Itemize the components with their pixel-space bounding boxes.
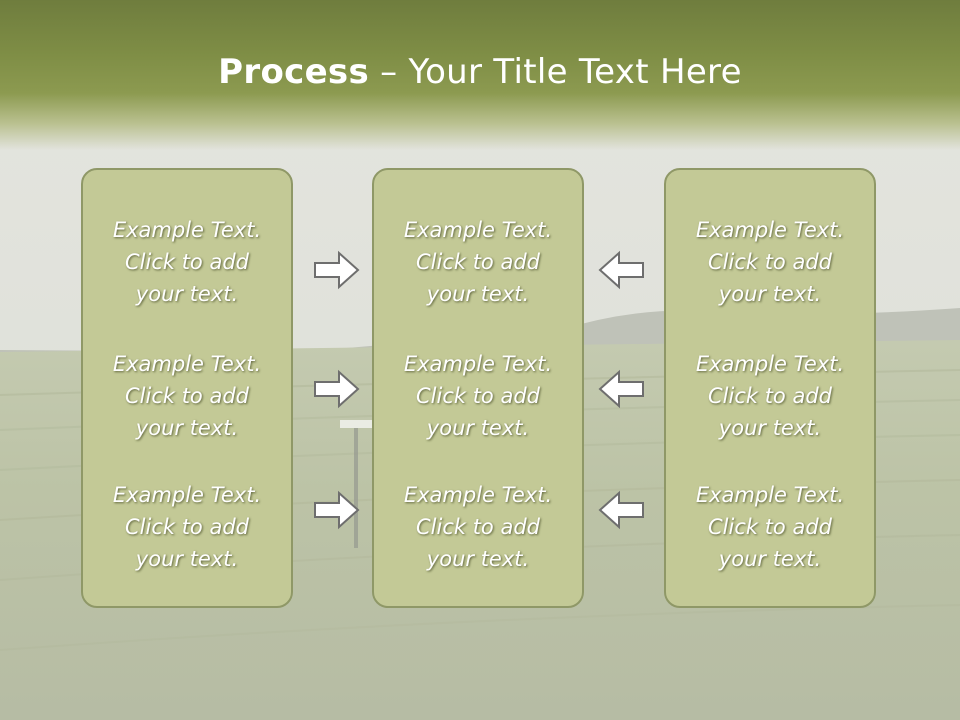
text-line: Example Text. [112, 483, 262, 507]
text-line: Click to add [415, 384, 540, 408]
text-line: Example Text. [403, 218, 553, 242]
text-line: your text. [718, 282, 822, 306]
right-panel-text-1[interactable]: Example Text. Click to add your text. [666, 214, 874, 310]
text-line: Example Text. [112, 218, 262, 242]
text-line: Example Text. [112, 352, 262, 376]
arrow-right-icon [314, 490, 360, 530]
center-panel-text-1[interactable]: Example Text. Click to add your text. [374, 214, 582, 310]
text-line: Click to add [707, 250, 832, 274]
text-line: your text. [718, 547, 822, 571]
text-line: Example Text. [695, 352, 845, 376]
text-line: your text. [135, 547, 239, 571]
text-line: your text. [718, 416, 822, 440]
right-panel[interactable]: Example Text. Click to add your text. Ex… [664, 168, 876, 608]
arrow-left-icon [598, 369, 644, 409]
slide-title[interactable]: Process – Your Title Text Here [0, 52, 960, 92]
arrow-left-icon [598, 490, 644, 530]
text-line: your text. [426, 282, 530, 306]
title-band [0, 0, 960, 150]
arrow-right-icon [314, 250, 360, 290]
text-line: Click to add [124, 250, 249, 274]
text-line: Click to add [707, 515, 832, 539]
left-panel-text-1[interactable]: Example Text. Click to add your text. [83, 214, 291, 310]
text-line: Example Text. [403, 352, 553, 376]
text-line: your text. [426, 416, 530, 440]
text-line: Example Text. [695, 483, 845, 507]
text-line: your text. [135, 416, 239, 440]
center-panel[interactable]: Example Text. Click to add your text. Ex… [372, 168, 584, 608]
text-line: Click to add [707, 384, 832, 408]
text-line: Click to add [124, 515, 249, 539]
slide-title-bold: Process [218, 52, 370, 92]
center-panel-text-2[interactable]: Example Text. Click to add your text. [374, 348, 582, 444]
left-panel-text-2[interactable]: Example Text. Click to add your text. [83, 348, 291, 444]
arrow-left-icon [598, 250, 644, 290]
text-line: Click to add [124, 384, 249, 408]
text-line: Click to add [415, 250, 540, 274]
arrow-right-icon [314, 369, 360, 409]
left-panel-text-3[interactable]: Example Text. Click to add your text. [83, 479, 291, 575]
center-panel-text-3[interactable]: Example Text. Click to add your text. [374, 479, 582, 575]
text-line: Example Text. [695, 218, 845, 242]
text-line: Example Text. [403, 483, 553, 507]
text-line: Click to add [415, 515, 540, 539]
slide-title-rest: – Your Title Text Here [369, 52, 742, 92]
text-line: your text. [426, 547, 530, 571]
left-panel[interactable]: Example Text. Click to add your text. Ex… [81, 168, 293, 608]
right-panel-text-2[interactable]: Example Text. Click to add your text. [666, 348, 874, 444]
text-line: your text. [135, 282, 239, 306]
right-panel-text-3[interactable]: Example Text. Click to add your text. [666, 479, 874, 575]
